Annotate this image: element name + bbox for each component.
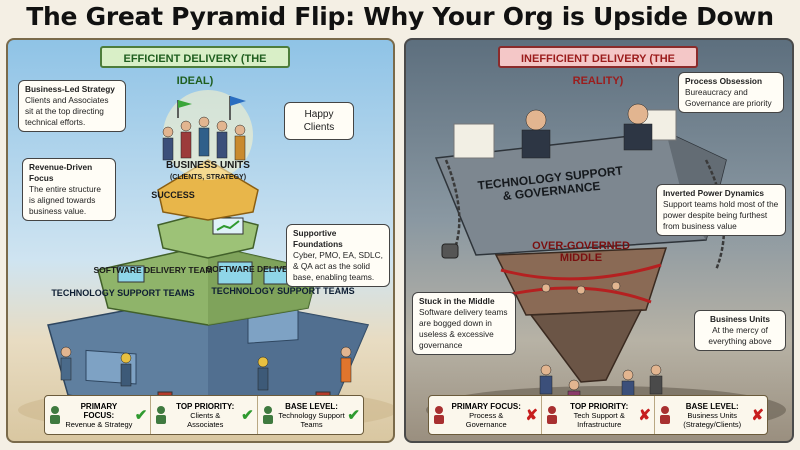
tier-over-governed: OVER-GOVERNED MIDDLE	[511, 240, 651, 264]
legend-label: BASE LEVEL:	[285, 401, 338, 411]
callout-business-units-body: At the mercy of everything above	[708, 325, 772, 346]
legend-cell: TOP PRIORITY:Tech Support & Infrastructu…	[542, 396, 655, 434]
reality-banner: INEFFICIENT DELIVERY (THE REALITY)	[498, 46, 698, 87]
legend-cell: BASE LEVEL:Business Units (Strategy/Clie…	[655, 396, 767, 434]
callout-business-units-title: Business Units	[710, 314, 770, 324]
tier-tst-right: TECHNOLOGY SUPPORT TEAMS	[211, 286, 355, 296]
callout-process-body: Bureaucracy and Governance are priority	[685, 87, 772, 108]
callout-supportive-body: Cyber, PMO, EA, SDLC, & QA act as the so…	[293, 250, 383, 282]
legend-value: Clients & Associates	[187, 410, 224, 429]
tier-mid-line2: MIDDLE	[559, 252, 603, 264]
tier-business-units: BUSINESS UNITS (CLIENTS, STRATEGY)	[148, 160, 268, 183]
person-icon	[50, 406, 60, 424]
legend-cell: BASE LEVEL:Technology Support Teams ✔	[258, 396, 363, 434]
ideal-panel: EFFICIENT DELIVERY (THE IDEAL)	[6, 38, 395, 443]
page-title: The Great Pyramid Flip: Why Your Org is …	[26, 2, 774, 31]
tier-success: SUCCESS	[151, 190, 195, 200]
reality-panel: INEFFICIENT DELIVERY (THE REALITY)	[404, 38, 794, 443]
callout-stuck-body: Software delivery teams are bogged down …	[419, 307, 508, 350]
reality-legend: PRIMARY FOCUS:Process & Governance ✘ TOP…	[428, 395, 768, 435]
tier-tst-left: TECHNOLOGY SUPPORT TEAMS	[51, 288, 195, 298]
inverted-pyramid	[426, 103, 786, 434]
callout-stuck: Stuck in the Middle Software delivery te…	[412, 292, 516, 355]
over-governed-tier	[494, 247, 668, 316]
callout-inverted: Inverted Power Dynamics Support teams ho…	[656, 184, 786, 236]
business-units-tip	[529, 309, 643, 383]
legend-cell: PRIMARY FOCUS:Revenue & Strategy ✔	[45, 396, 152, 434]
legend-value: Technology Support Teams	[278, 410, 345, 429]
callout-revenue-title: Revenue-Driven Focus	[29, 162, 93, 183]
callout-revenue: Revenue-Driven Focus The entire structur…	[22, 158, 116, 221]
callout-business-led-title: Business-Led Strategy	[25, 84, 115, 94]
callout-process-title: Process Obsession	[685, 76, 763, 86]
legend-value: Revenue & Strategy	[65, 419, 133, 429]
callout-supportive: Supportive Foundations Cyber, PMO, EA, S…	[286, 224, 390, 287]
legend-cell: TOP PRIORITY:Clients & Associates ✔	[151, 396, 258, 434]
legend-value: Business Units (Strategy/Clients)	[683, 410, 742, 429]
callout-happy-clients: Happy Clients	[284, 102, 354, 140]
tier-sdt-right: SOFTWARE DELIVERY TEAM	[206, 264, 326, 274]
people-icon	[156, 406, 167, 424]
worker-icon	[262, 406, 273, 424]
tier-sdt-left: SOFTWARE DELIVERY TEAM	[93, 265, 213, 275]
callout-business-units: Business Units At the mercy of everythin…	[694, 310, 786, 351]
check-icon: ✔	[347, 407, 360, 424]
callout-business-led-body: Clients and Associates sit at the top di…	[25, 95, 109, 127]
callout-happy-clients-body: Happy Clients	[303, 109, 335, 133]
x-icon: ✘	[638, 407, 651, 424]
callout-inverted-body: Support teams hold most of the power des…	[663, 199, 779, 231]
legend-value: Tech Support & Infrastructure	[573, 410, 625, 429]
callout-stuck-title: Stuck in the Middle	[419, 296, 495, 306]
legend-cell: PRIMARY FOCUS:Process & Governance ✘	[429, 396, 542, 434]
ideal-legend: PRIMARY FOCUS:Revenue & Strategy ✔ TOP P…	[44, 395, 364, 435]
tier-mid-line1: OVER-GOVERNED	[532, 240, 630, 252]
legend-label: PRIMARY FOCUS:	[451, 401, 521, 411]
tier-business-units-line2: (CLIENTS, STRATEGY)	[169, 174, 247, 181]
legend-label: BASE LEVEL:	[685, 401, 739, 411]
callout-business-led: Business-Led Strategy Clients and Associ…	[18, 80, 126, 132]
person-icon	[434, 406, 444, 424]
check-icon: ✔	[241, 407, 254, 424]
legend-label: TOP PRIORITY:	[176, 401, 235, 411]
callout-process: Process Obsession Bureaucracy and Govern…	[678, 72, 784, 113]
ideal-banner: EFFICIENT DELIVERY (THE IDEAL)	[100, 46, 290, 87]
legend-label: TOP PRIORITY:	[570, 401, 629, 411]
callout-supportive-title: Supportive Foundations	[293, 228, 343, 249]
x-icon: ✘	[525, 407, 538, 424]
check-icon: ✔	[134, 407, 148, 424]
x-icon: ✘	[751, 407, 764, 424]
people-icon	[660, 406, 670, 424]
callout-inverted-title: Inverted Power Dynamics	[663, 188, 764, 198]
tier-business-units-line1: BUSINESS UNITS	[166, 160, 250, 171]
legend-value: Process & Governance	[465, 410, 507, 429]
callout-revenue-body: The entire structure is aligned towards …	[29, 184, 101, 216]
legend-label: PRIMARY FOCUS:	[80, 401, 118, 420]
gear-icon	[547, 406, 557, 424]
